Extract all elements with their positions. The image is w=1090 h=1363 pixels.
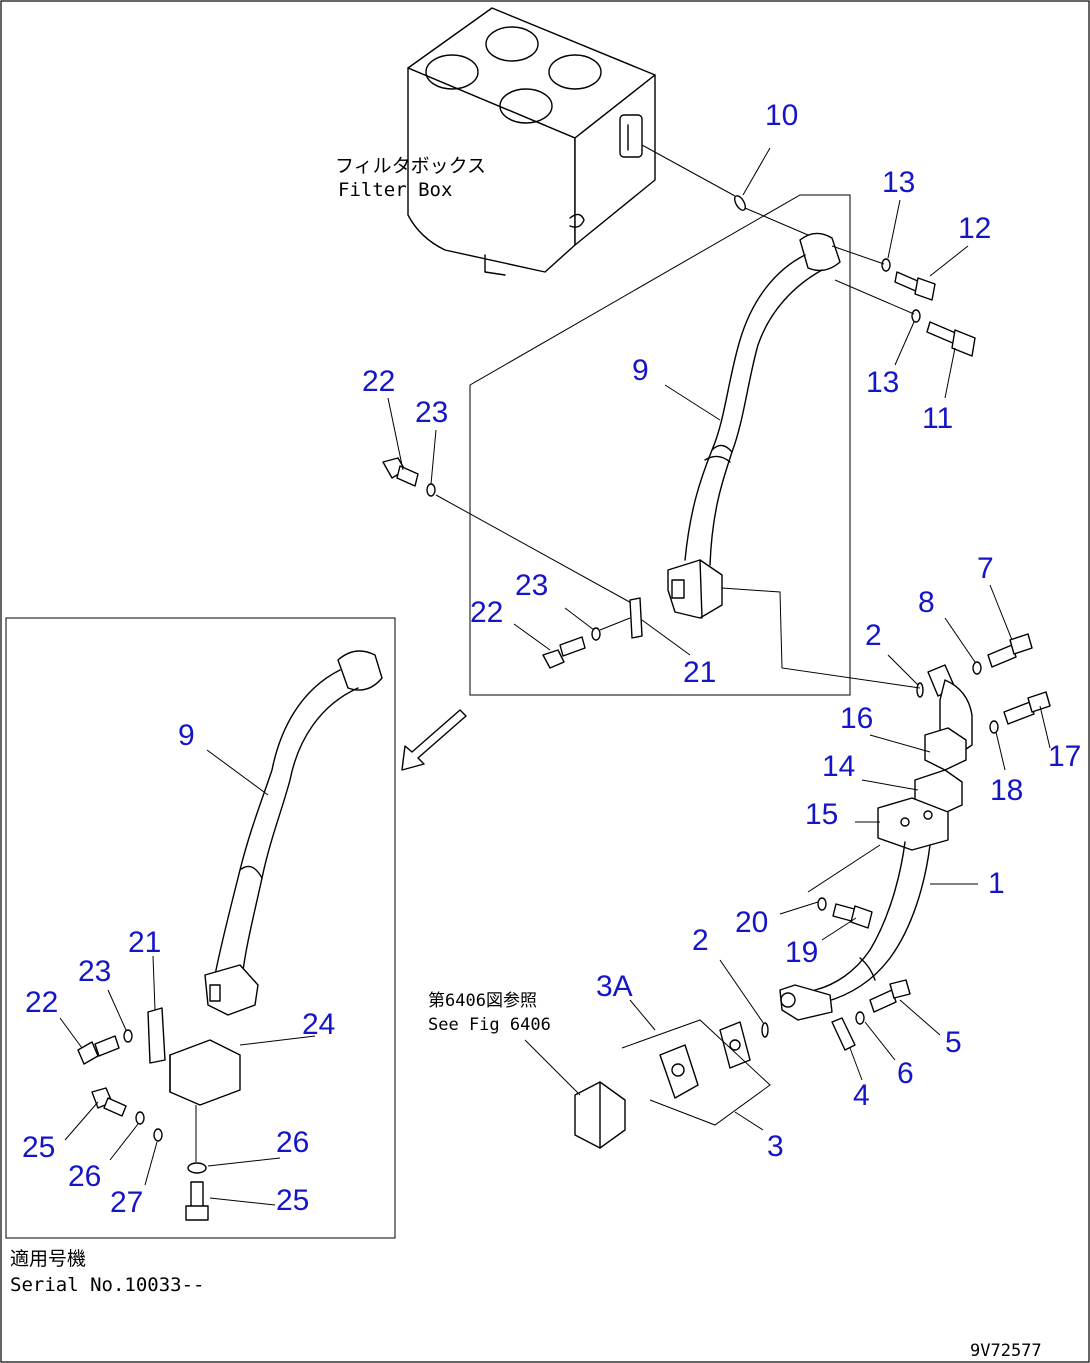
bolt-19	[832, 903, 873, 929]
callout-13-lower: 13	[866, 366, 899, 399]
serial-label-en: Serial No.10033--	[10, 1274, 204, 1296]
bolt-5	[869, 979, 911, 1013]
callout-12: 12	[958, 212, 991, 245]
callout-2-lower: 2	[692, 924, 709, 957]
callout-4: 4	[853, 1079, 870, 1112]
bolt-22-upper	[382, 457, 419, 487]
filter-box-label-en: Filter Box	[338, 179, 452, 201]
callout-17: 17	[1048, 740, 1081, 773]
o-ring-2-lower	[761, 1022, 769, 1038]
flange-3	[621, 1019, 771, 1126]
washer-23-lower	[591, 627, 601, 641]
inset-callout-22: 22	[25, 986, 58, 1019]
callout-13-upper: 13	[882, 166, 915, 199]
callout-11: 11	[922, 402, 953, 435]
callout-15: 15	[805, 798, 838, 831]
detail-frame	[469, 194, 851, 696]
clip-4	[831, 1017, 856, 1051]
inset-washer-26-upper	[135, 1111, 145, 1125]
drawing-code: 9V72577	[970, 1341, 1042, 1361]
filter-box-label-jp: フィルタボックス	[335, 155, 486, 177]
inset-bolt-25-upper	[91, 1087, 127, 1117]
callout-2-upper: 2	[865, 619, 882, 652]
bracket-15	[877, 797, 949, 851]
bolt-22-lower	[542, 636, 586, 669]
washer-23-upper	[426, 483, 436, 497]
callout-19: 19	[785, 936, 818, 969]
inset-bracket-24	[169, 1035, 316, 1106]
callout-7: 7	[977, 552, 994, 585]
callout-8: 8	[918, 586, 935, 619]
callout-18: 18	[990, 774, 1023, 807]
inset-clamp-21	[147, 1007, 166, 1064]
callout-3A: 3A	[596, 970, 633, 1003]
callout-14: 14	[822, 750, 855, 783]
bolt-12	[894, 271, 936, 301]
hose-9	[667, 232, 841, 619]
bolt-11	[926, 321, 976, 357]
o-ring-2-upper	[916, 682, 924, 698]
callout-16: 16	[840, 702, 873, 735]
washer-8	[972, 661, 982, 675]
callout-6: 6	[897, 1057, 914, 1090]
inset-bolt-25-lower	[185, 1181, 209, 1221]
inset-washer-26-lower	[187, 1162, 207, 1174]
callout-20: 20	[735, 906, 768, 939]
washer-18	[989, 720, 999, 734]
clamp-21	[629, 597, 643, 639]
bolt-17	[1003, 691, 1051, 725]
inset-frame	[5, 617, 396, 1239]
callout-23-upper: 23	[415, 396, 448, 429]
callout-21: 21	[683, 656, 716, 689]
callout-9: 9	[632, 354, 649, 387]
inset-callout-26-lower: 26	[276, 1126, 309, 1159]
callout-22-lower: 22	[470, 596, 503, 629]
hose-1	[779, 841, 931, 1021]
pump-ref	[524, 1039, 626, 1149]
inset-callout-21: 21	[128, 926, 161, 959]
see-fig-label-en: See Fig 6406	[428, 1015, 551, 1035]
detail-arrow	[401, 709, 467, 771]
inset-callout-25-lower: 25	[276, 1184, 309, 1217]
callout-1: 1	[988, 867, 1005, 900]
washer-6	[855, 1011, 865, 1025]
callout-numbers: 10 13 12 13 11 9 22 23 23 22 21 7 8 2 16…	[22, 99, 1081, 1219]
inset-bolt-22	[77, 1035, 120, 1065]
leader-lines	[59, 147, 1051, 1206]
inset-callout-9: 9	[178, 719, 195, 752]
inset-callout-25-upper: 25	[22, 1131, 55, 1164]
callout-3: 3	[767, 1130, 784, 1163]
see-fig-label-jp: 第6406図参照	[428, 991, 537, 1011]
washer-13-lower	[911, 309, 921, 323]
inset-callout-23: 23	[78, 955, 111, 988]
serial-label-jp: 適用号機	[10, 1248, 86, 1270]
bolt-7	[987, 633, 1033, 668]
inset-callout-27: 27	[110, 1186, 143, 1219]
o-ring-10	[734, 195, 746, 211]
inset-hose-9	[204, 650, 383, 1016]
washer-13-upper	[881, 258, 891, 272]
callout-22-upper: 22	[362, 365, 395, 398]
filter-box	[407, 7, 736, 276]
callout-5: 5	[945, 1026, 962, 1059]
inset-callout-26-upper: 26	[68, 1160, 101, 1193]
callout-10: 10	[765, 99, 798, 132]
inset-washer-27	[153, 1128, 163, 1142]
washer-20	[817, 897, 827, 911]
inset-washer-23	[123, 1029, 133, 1043]
inset-callout-24: 24	[302, 1008, 335, 1041]
callout-23-lower: 23	[515, 569, 548, 602]
